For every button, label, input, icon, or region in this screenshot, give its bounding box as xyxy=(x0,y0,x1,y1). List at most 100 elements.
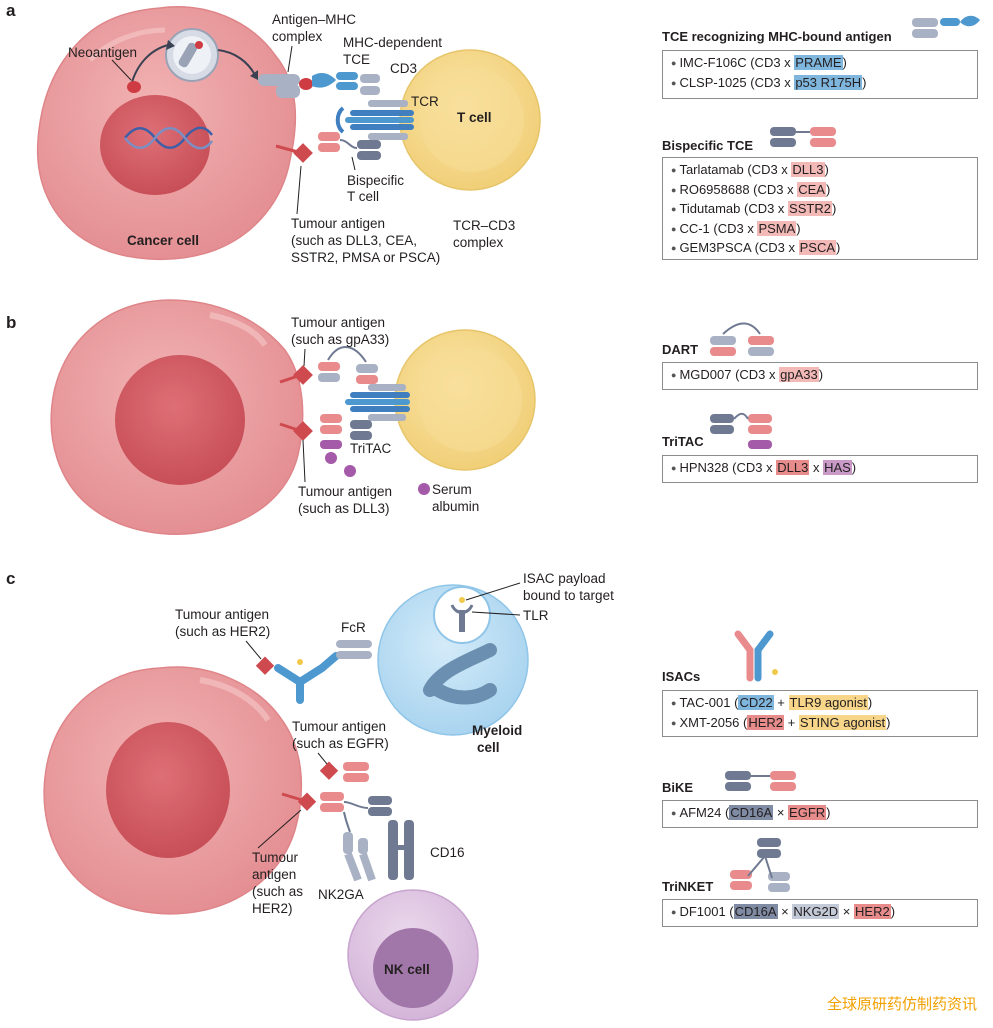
label-tumour-her2b-3: (such as xyxy=(252,884,303,899)
isac-bound-icon xyxy=(255,640,372,704)
antigen-processing-icon xyxy=(165,28,219,82)
dart-bound-icon xyxy=(279,346,378,385)
label-tlr: TLR xyxy=(523,608,549,623)
label-tcr-cd3-1: TCR–CD3 xyxy=(453,218,515,233)
nk-cell xyxy=(347,889,479,1021)
legend-icon-isac xyxy=(734,630,778,682)
legend-box-isacs: ●TAC-001 (CD22 + TLR9 agonist) ●XMT-2056… xyxy=(662,690,978,737)
panel-letter-c: c xyxy=(6,569,15,588)
legend-row: ●DF1001 (CD16A × NKG2D × HER2) xyxy=(671,904,896,919)
label-tumour-gpa33-2: (such as gpA33) xyxy=(291,332,389,347)
bispecific-tce-icon xyxy=(318,132,381,160)
label-tumour-dll3-1: Tumour antigen xyxy=(298,484,392,499)
panel-letter-a: a xyxy=(6,1,16,20)
label-tumour-her2-2: (such as HER2) xyxy=(175,624,270,639)
dna-helix-icon xyxy=(124,126,213,150)
legend-box-tce-mhc: ●IMC-F106C (CD3 x PRAME) ●CLSP-1025 (CD3… xyxy=(662,50,978,99)
label-tcr: TCR xyxy=(411,94,439,109)
label-myeloid-2: cell xyxy=(477,740,500,755)
legend-title-bispecific: Bispecific TCE xyxy=(662,138,754,153)
tlr-icon xyxy=(450,597,474,632)
mhc-dependent-tce-icon xyxy=(312,72,380,95)
label-tcr-cd3-2: complex xyxy=(453,235,504,250)
label-isac-payload-1: ISAC payload xyxy=(523,571,606,586)
tcr-cd3-complex-b-icon xyxy=(345,384,410,421)
label-tumour-dll3-2: (such as DLL3) xyxy=(298,501,390,516)
legend-box-bispecific: ●Tarlatamab (CD3 x DLL3) ●RO6958688 (CD3… xyxy=(662,157,978,260)
mhc-complex-icon xyxy=(258,74,313,98)
serum-albumin-icon-1 xyxy=(325,452,337,464)
label-tumour-egfr-2: (such as EGFR) xyxy=(292,736,389,751)
legend-title-tritac: TriTAC xyxy=(662,434,704,449)
label-tumour-her2b-1: Tumour xyxy=(252,850,299,865)
legend-box-tritac: ●HPN328 (CD3 x DLL3 x HAS) xyxy=(662,455,978,483)
cancer-cell-b xyxy=(50,299,304,535)
legend-box-dart: ●MGD007 (CD3 x gpA33) xyxy=(662,362,978,390)
legend-row: ●GEM3PSCA (CD3 x PSCA) xyxy=(671,240,841,255)
arrow-process-to-mhc xyxy=(217,49,256,76)
legend-row: ●IMC-F106C (CD3 x PRAME) xyxy=(671,55,847,70)
legend-box-bike: ●AFM24 (CD16A × EGFR) xyxy=(662,800,978,828)
bike-bound-icon xyxy=(319,761,369,782)
label-cd3: CD3 xyxy=(390,61,417,76)
legend-row: ●HPN328 (CD3 x DLL3 x HAS) xyxy=(671,460,857,475)
label-mhc-tce-2: TCE xyxy=(343,52,370,67)
cancer-cell-a xyxy=(36,6,297,261)
label-serum-2: albumin xyxy=(432,499,479,514)
label-nk2ga: NK2GA xyxy=(318,887,364,902)
legend-title-isacs: ISACs xyxy=(662,669,701,684)
neoantigen-icon xyxy=(127,81,141,93)
tcr-cd3-complex-icon xyxy=(335,100,414,140)
trinket-bound-icon xyxy=(281,792,392,833)
legend-row: ●Tidutamab (CD3 x SSTR2) xyxy=(671,201,837,216)
label-serum-1: Serum xyxy=(432,482,472,497)
cd16-receptor-icon xyxy=(388,820,414,880)
nucleus-a xyxy=(100,95,210,195)
legend-row: ●AFM24 (CD16A × EGFR) xyxy=(671,805,831,820)
legend-icon-dart xyxy=(710,322,774,356)
legend-title-dart: DART xyxy=(662,342,699,357)
legend-title-tce-mhc: TCE recognizing MHC-bound antigen xyxy=(662,29,892,44)
serum-albumin-icon-2 xyxy=(344,465,356,477)
t-cell-b xyxy=(394,329,536,471)
label-neoantigen: Neoantigen xyxy=(68,45,137,60)
nkg2d-receptor-icon xyxy=(343,832,376,882)
legend-row: ●XMT-2056 (HER2 + STING agonist) xyxy=(671,714,891,730)
label-tumour-her2b-2: antigen xyxy=(252,867,296,882)
panel-letter-b: b xyxy=(6,313,16,332)
label-tumour-her2b-4: HER2) xyxy=(252,901,293,916)
label-antigen-mhc-1: Antigen–MHC xyxy=(272,12,356,27)
label-isac-payload-2: bound to target xyxy=(523,588,614,603)
serum-albumin-legend-icon xyxy=(418,483,430,495)
label-nk-cell: NK cell xyxy=(384,962,430,977)
legend-row: ●Tarlatamab (CD3 x DLL3) xyxy=(671,162,829,177)
legend-row: ●RO6958688 (CD3 x CEA) xyxy=(671,181,831,197)
legend-icon-tce-mhc xyxy=(912,15,980,38)
cancer-cell-c xyxy=(43,666,303,915)
label-tumour-gpa33-1: Tumour antigen xyxy=(291,315,385,330)
legend-icon-bike xyxy=(725,771,796,791)
label-tritac: TriTAC xyxy=(350,441,391,456)
myeloid-cell xyxy=(377,584,529,736)
legend-row: ●CC-1 (CD3 x PSMA) xyxy=(671,220,801,236)
label-myeloid-1: Myeloid xyxy=(472,723,522,738)
label-tumour-a-2: (such as DLL3, CEA, xyxy=(291,233,417,248)
label-t-cell: T cell xyxy=(457,110,492,125)
watermark-text: 全球原研药仿制药资讯 xyxy=(826,996,977,1013)
label-antigen-mhc-2: complex xyxy=(272,29,323,44)
legend-title-trinket: TriNKET xyxy=(662,879,714,894)
tritac-bound-icon xyxy=(279,414,372,449)
label-bispecific-2: T cell xyxy=(347,189,379,204)
legend-box-trinket: ●DF1001 (CD16A × NKG2D × HER2) xyxy=(662,899,978,927)
label-mhc-tce-1: MHC-dependent xyxy=(343,35,442,50)
legend-icon-tritac xyxy=(710,412,772,449)
legend-icon-bispecific xyxy=(770,127,836,147)
label-cancer-cell: Cancer cell xyxy=(127,233,199,248)
label-tumour-a-1: Tumour antigen xyxy=(291,216,385,231)
legend-row: ●CLSP-1025 (CD3 x p53 R175H) xyxy=(671,74,867,90)
legend-icon-trinket xyxy=(730,838,790,892)
legend-title-bike: BiKE xyxy=(662,780,694,795)
t-cell-a xyxy=(399,49,541,191)
label-tumour-egfr-1: Tumour antigen xyxy=(292,719,386,734)
